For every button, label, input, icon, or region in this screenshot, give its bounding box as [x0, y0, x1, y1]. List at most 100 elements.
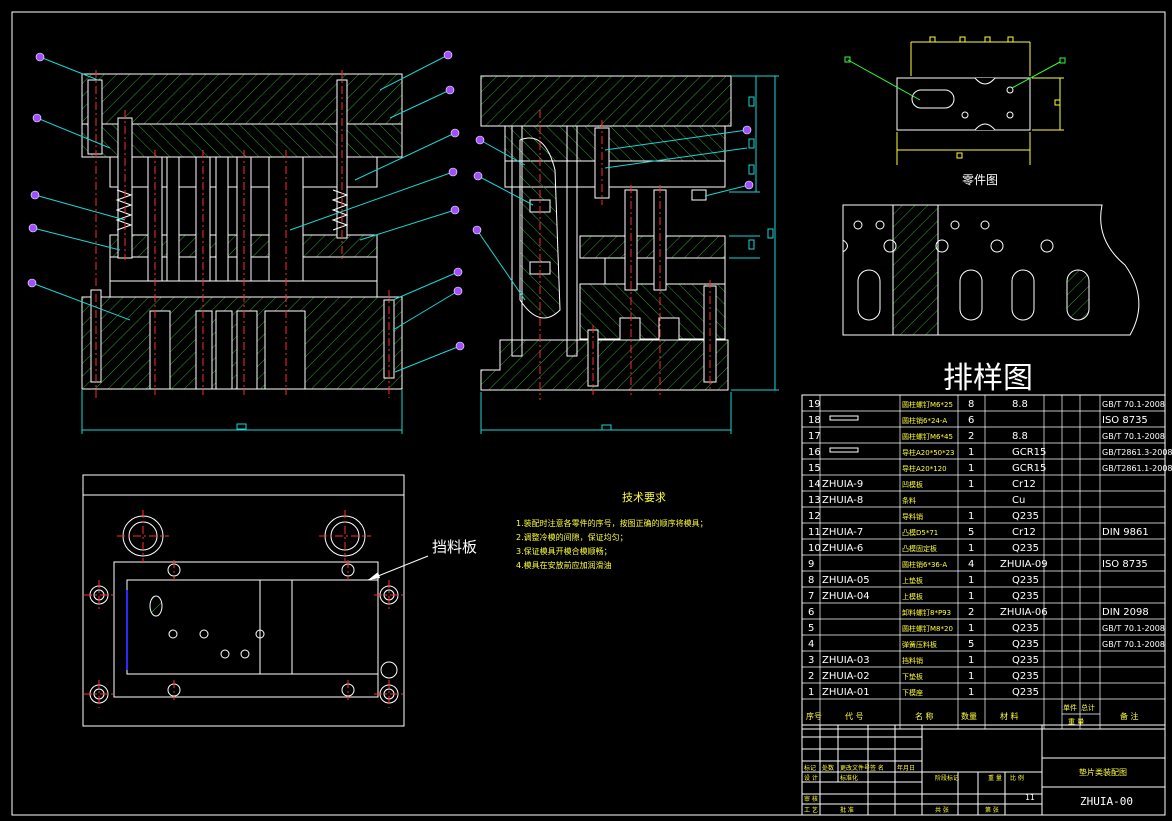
bom-material: ZHUIA-06: [1000, 607, 1048, 618]
title-block: [801, 724, 1166, 816]
svg-text:处数: 处数: [822, 764, 834, 772]
part-drawing: [844, 36, 1066, 165]
bom-code: ZHUIA-7: [822, 527, 863, 538]
upper-die-seat: [81, 73, 403, 125]
svg-text:签 名: 签 名: [870, 764, 884, 772]
svg-text:比 例: 比 例: [1010, 774, 1024, 782]
bom-material: Q235: [1012, 623, 1039, 634]
bom-no: 18: [808, 415, 821, 426]
bom-qty: 1: [968, 591, 974, 602]
bom-material: Q235: [1012, 575, 1039, 586]
side-section-view: [472, 75, 779, 434]
bom-material: Cr12: [1012, 479, 1036, 490]
bom-header: 代 号: [845, 711, 864, 721]
bom-no: 6: [808, 607, 814, 618]
bom-qty: 6: [968, 415, 974, 426]
bom-no: 3: [808, 655, 814, 666]
bom-no: 13: [808, 495, 821, 506]
bom-name: 导料销: [902, 512, 923, 521]
sheet-count: 11: [1025, 793, 1035, 802]
strip-layout: [842, 204, 1140, 336]
bom-name: 凸模固定板: [902, 544, 937, 553]
bom-name: 圆柱螺钉M6*45: [902, 432, 953, 441]
bom-qty: 1: [968, 655, 974, 666]
part-symbol-icon: [829, 447, 859, 453]
bom-material: Cr12: [1012, 527, 1036, 538]
bom-name: 导柱A20*50*23: [902, 448, 955, 457]
bom-code: ZHUIA-03: [822, 655, 870, 666]
tech-item: 2.调整冷模的间隙，保证均匀；: [516, 532, 628, 542]
bom-qty: 1: [968, 671, 974, 682]
bom-code: ZHUIA-9: [822, 479, 863, 490]
part-symbol-icon: [829, 415, 859, 421]
svg-text:设 计: 设 计: [804, 774, 818, 782]
tech-title: 技术要求: [622, 491, 666, 504]
bom-no: 11: [808, 527, 821, 538]
bom-qty: 1: [968, 687, 974, 698]
bom-code: ZHUIA-6: [822, 543, 863, 554]
bom-qty: 5: [968, 639, 974, 650]
bom-material: ZHUIA-09: [1000, 559, 1048, 570]
bom-standard: ISO 8735: [1102, 415, 1148, 426]
bom-code: ZHUIA-02: [822, 671, 870, 682]
bom-name: 上垫板: [902, 576, 923, 585]
layout-caption: 排样图: [943, 361, 1033, 396]
bom-no: 16: [808, 447, 821, 458]
bom-material: Q235: [1012, 591, 1039, 602]
front-section-view: [27, 50, 465, 434]
bom-no: 7: [808, 591, 814, 602]
bom-qty: 1: [968, 623, 974, 634]
svg-text:批 准: 批 准: [840, 806, 854, 814]
bom-no: 14: [808, 479, 821, 490]
svg-text:工 艺: 工 艺: [804, 806, 818, 814]
bom-name: 下模座: [902, 688, 923, 697]
bom-header: 数量: [961, 711, 977, 721]
bom-name: 凹模板: [902, 480, 923, 489]
bom-qty: 1: [968, 479, 974, 490]
tech-item: 3.保证模具开模合模顺畅；: [516, 546, 612, 556]
bom-name: 弹簧压料板: [902, 640, 937, 649]
bom-name: 卸料螺钉8*P93: [902, 608, 951, 617]
bom-no: 5: [808, 623, 814, 634]
bom-header: 单件: [1063, 703, 1077, 712]
bom-name: 圆柱螺钉M6*25: [902, 400, 953, 409]
balloon-markers: [27, 50, 465, 351]
bom-name: 下垫板: [902, 672, 923, 681]
stop-plate-label: 挡料板: [432, 538, 477, 556]
svg-text:重 量: 重 量: [988, 774, 1002, 782]
bom-qty: 4: [968, 559, 974, 570]
bom-name: 上模板: [902, 592, 923, 601]
bom-qty: 5: [968, 527, 974, 538]
tech-item: 1.装配时注意各零件的序号，按图正确的顺序将模具；: [516, 518, 708, 528]
bom-header: 材 料: [1000, 711, 1019, 721]
tech-item: 4.模具在安放前应加润滑油: [516, 560, 612, 570]
bom-material: Q235: [1012, 687, 1039, 698]
bom-qty: 1: [968, 463, 974, 474]
bom-qty: 1: [968, 575, 974, 586]
bom-header: 备 注: [1120, 711, 1139, 721]
plan-view: [82, 474, 429, 727]
bom-header: 名 称: [915, 711, 934, 721]
bom-standard: GB/T 70.1-2008: [1102, 432, 1165, 441]
svg-text:更改文件号: 更改文件号: [840, 764, 870, 772]
bom-no: 12: [808, 511, 821, 522]
bom-material: Q235: [1012, 639, 1039, 650]
bom-material: GCR15: [1012, 447, 1046, 458]
bom-standard: GB/T2861.3-2008: [1102, 448, 1172, 457]
drawing-number: ZHUIA-00: [1080, 795, 1133, 808]
drawing-title: 垫片类装配图: [1079, 767, 1127, 777]
bom-qty: 1: [968, 511, 974, 522]
bom-qty: 2: [968, 431, 974, 442]
bom-no: 9: [808, 559, 814, 570]
bom-name: 凸模D5*71: [902, 528, 938, 537]
bom-qty: 1: [968, 543, 974, 554]
svg-text:审 核: 审 核: [804, 795, 818, 803]
bom-code: ZHUIA-01: [822, 687, 870, 698]
bom-material: Q235: [1012, 655, 1039, 666]
bom-code: ZHUIA-04: [822, 591, 870, 602]
svg-text:阶段标记: 阶段标记: [935, 774, 959, 782]
bom-no: 2: [808, 671, 814, 682]
svg-text:标记: 标记: [804, 764, 816, 772]
bom-standard: GB/T2861.1-2008: [1102, 464, 1172, 473]
